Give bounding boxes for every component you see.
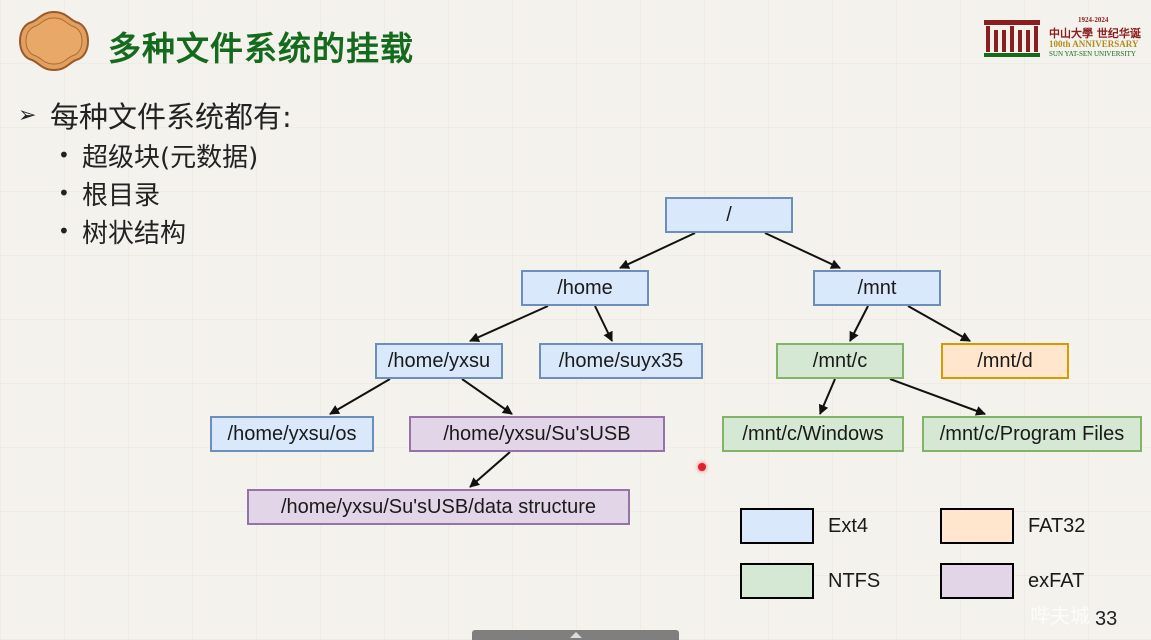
node-label: /mnt/d — [977, 349, 1033, 372]
node-root: / — [665, 197, 793, 233]
dot-bullet-icon: • — [58, 143, 70, 167]
edge-yxsu-os — [329, 378, 391, 415]
node-mnt-d: /mnt/d — [941, 343, 1069, 379]
node-label: /mnt — [857, 276, 897, 299]
edge-root-mnt — [764, 232, 841, 269]
logo-anniversary: 100th ANNIVERSARY — [1049, 39, 1139, 49]
sub-bullet-text: 超级块(元数据) — [82, 142, 259, 173]
legend-label-exfat: exFAT — [1028, 570, 1085, 592]
caret-up-icon — [570, 632, 582, 638]
sub-bullet: • 根目录 — [58, 174, 292, 212]
edge-root-home — [619, 232, 696, 269]
edge-c-windows — [818, 378, 836, 415]
laser-pointer-icon — [698, 463, 706, 471]
node-home-suyx35: /home/suyx35 — [539, 343, 703, 379]
legend-swatch-ext4 — [740, 508, 814, 544]
bullet-list: ➢ 每种文件系统都有: • 超级块(元数据) • 根目录 • 树状结构 — [18, 94, 292, 250]
edge-yxsu-usb — [461, 378, 513, 415]
node-label: /home/yxsu/Su'sUSB — [443, 422, 631, 445]
node-label: /mnt/c — [812, 349, 868, 372]
legend-label-ntfs: NTFS — [828, 570, 881, 592]
sub-bullet: • 超级块(元数据) — [58, 136, 292, 174]
node-mnt-c: /mnt/c — [776, 343, 904, 379]
edge-usb-datastructure — [469, 451, 511, 488]
node-label: /mnt/c/Program Files — [939, 422, 1125, 445]
legend-swatch-ntfs — [740, 563, 814, 599]
main-bullet: ➢ 每种文件系统都有: — [18, 94, 292, 136]
node-home-yxsu-usb: /home/yxsu/Su'sUSB — [409, 416, 665, 452]
edge-home-yxsu — [469, 305, 549, 342]
edge-mnt-c — [849, 305, 869, 342]
node-mnt-c-program-files: /mnt/c/Program Files — [922, 416, 1142, 452]
sub-bullet: • 树状结构 — [58, 212, 292, 250]
node-home: /home — [521, 270, 649, 306]
edge-mnt-d — [907, 305, 971, 342]
header-badge-icon — [18, 10, 90, 72]
presentation-toolbar-handle[interactable] — [472, 630, 679, 640]
node-label: /home/yxsu/Su'sUSB/data structure — [280, 495, 597, 518]
video-watermark: 哔夫城 — [1030, 604, 1090, 628]
legend-label-fat32: FAT32 — [1028, 515, 1086, 537]
legend-swatch-exfat — [940, 563, 1014, 599]
node-home-yxsu: /home/yxsu — [375, 343, 503, 379]
legend-swatch-fat32 — [940, 508, 1014, 544]
logo-years: 1924-2024 — [1078, 16, 1109, 24]
node-usb-data-structure: /home/yxsu/Su'sUSB/data structure — [247, 489, 630, 525]
node-mnt: /mnt — [813, 270, 941, 306]
sub-bullet-text: 根目录 — [82, 180, 161, 211]
arrow-bullet-icon: ➢ — [18, 102, 37, 128]
logo-name-cn: 中山大學 世纪华诞 — [1049, 27, 1141, 40]
dot-bullet-icon: • — [58, 219, 70, 243]
edge-home-suyx35 — [594, 305, 613, 342]
node-label: / — [726, 203, 732, 226]
node-label: /home — [557, 276, 613, 299]
edge-c-programfiles — [889, 378, 986, 416]
sub-bullet-text: 树状结构 — [82, 218, 187, 249]
dot-bullet-icon: • — [58, 181, 70, 205]
node-label: /home/yxsu — [387, 349, 491, 372]
node-label: /home/suyx35 — [558, 349, 684, 372]
university-logo: 1924-2024 中山大學 世纪华诞 100th ANNIVERSARY SU… — [982, 14, 1144, 62]
slide-title: 多种文件系统的挂载 — [108, 29, 414, 68]
node-home-yxsu-os: /home/yxsu/os — [210, 416, 374, 452]
legend-label-ext4: Ext4 — [828, 515, 869, 537]
node-label: /mnt/c/Windows — [742, 422, 884, 445]
main-bullet-text: 每种文件系统都有: — [50, 100, 292, 134]
node-label: /home/yxsu/os — [227, 422, 357, 445]
logo-university: SUN YAT-SEN UNIVERSITY — [1049, 50, 1136, 58]
node-mnt-c-windows: /mnt/c/Windows — [722, 416, 904, 452]
page-number: 33 — [1095, 608, 1118, 630]
building-logo-icon — [984, 20, 1040, 57]
